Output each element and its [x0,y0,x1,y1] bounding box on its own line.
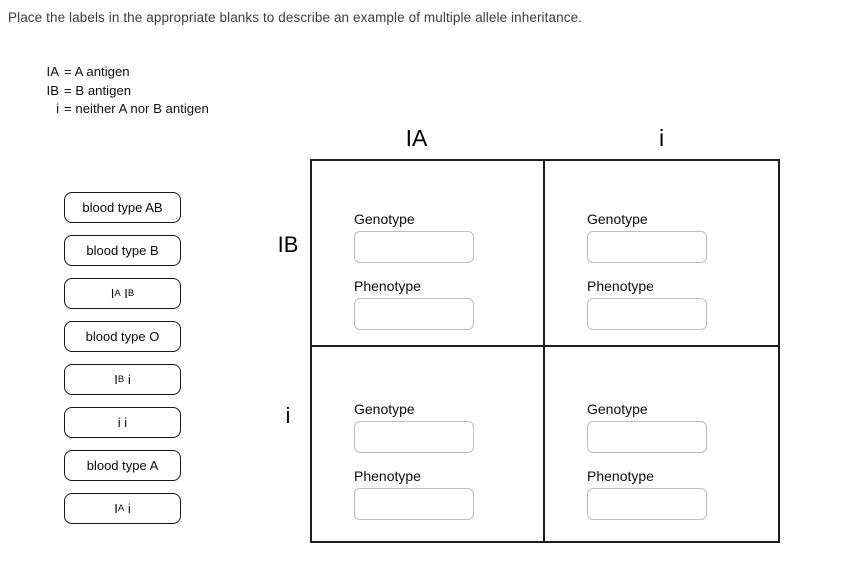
legend-definition: = neither A nor B antigen [64,101,209,116]
legend-row: i = neither A nor B antigen [42,100,209,119]
phenotype-label: Phenotype [587,278,654,294]
punnett-square: Genotype Phenotype Genotype Phenotype Ge… [310,159,780,543]
legend-symbol: IB [46,82,59,98]
genotype-blank[interactable] [587,231,707,263]
phenotype-blank[interactable] [587,488,707,520]
phenotype-blank[interactable] [354,298,474,330]
row-header-ib: IB [277,232,299,257]
punnett-cell-top-right: Genotype Phenotype [545,161,778,345]
genotype-label: Genotype [587,401,648,417]
column-header-ia: IA [405,125,428,151]
phenotype-label: Phenotype [587,468,654,484]
label-chip-blood-type-o[interactable]: blood type O [64,321,181,352]
legend-definition: = A antigen [64,64,130,79]
label-chip-blood-type-ab[interactable]: blood type AB [64,192,181,223]
label-chip-blood-type-b[interactable]: blood type B [64,235,181,266]
genotype-blank[interactable] [587,421,707,453]
legend-definition: = B antigen [64,82,132,98]
genotype-blank[interactable] [354,421,474,453]
punnett-cell-bottom-right: Genotype Phenotype [545,347,778,541]
label-chip-i-i[interactable]: i i [64,407,181,438]
phenotype-blank[interactable] [354,488,474,520]
legend-symbol: i [56,101,59,116]
genotype-blank[interactable] [354,231,474,263]
punnett-cell-bottom-left: Genotype Phenotype [312,347,543,541]
phenotype-label: Phenotype [354,468,421,484]
grid-horizontal-divider [312,345,778,347]
legend-row: IB = B antigen [42,82,209,101]
phenotype-blank[interactable] [587,298,707,330]
grid-vertical-divider [543,161,545,541]
row-header-i: i [285,403,291,428]
legend-symbol: IA [46,64,59,79]
punnett-cell-top-left: Genotype Phenotype [312,161,543,345]
instruction-text: Place the labels in the appropriate blan… [8,10,583,25]
allele-legend: IA = A antigen IB = B antigen i = neithe… [42,63,209,119]
genotype-label: Genotype [354,211,415,227]
label-chip-blood-type-a[interactable]: blood type A [64,450,181,481]
legend-row: IA = A antigen [42,63,209,82]
column-header-i: i [658,125,665,151]
genotype-label: Genotype [354,401,415,417]
phenotype-label: Phenotype [354,278,421,294]
genotype-label: Genotype [587,211,648,227]
